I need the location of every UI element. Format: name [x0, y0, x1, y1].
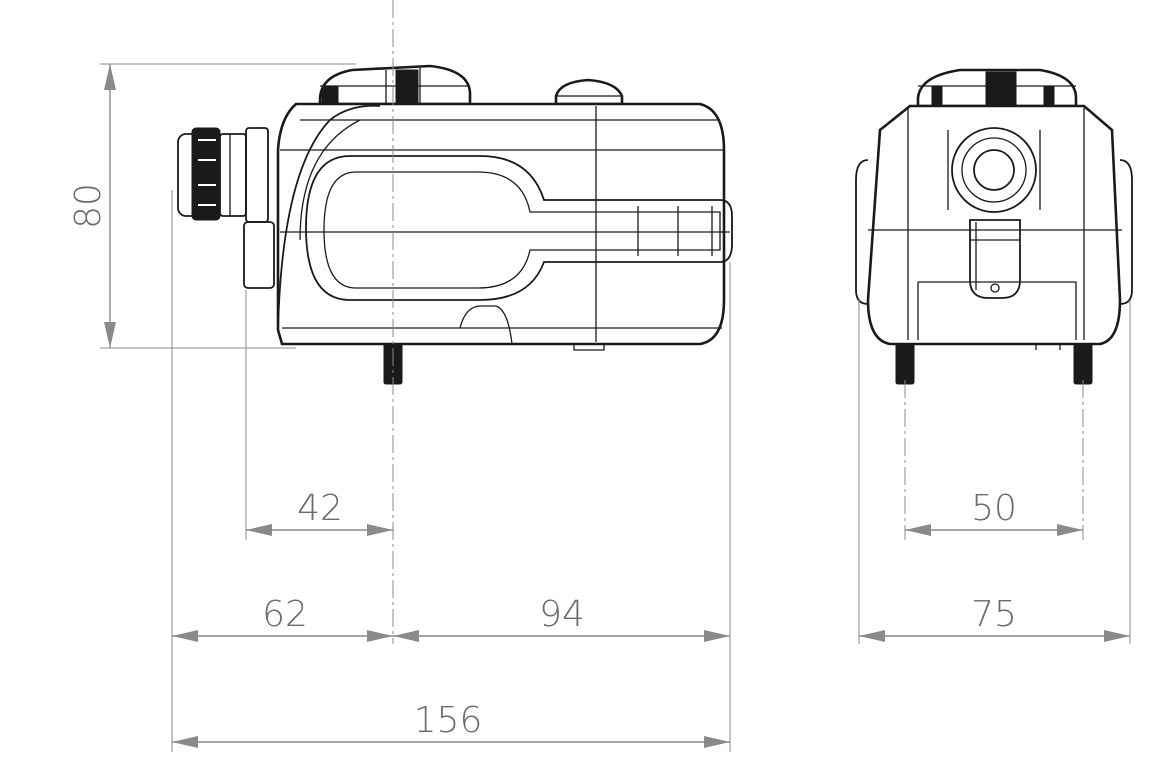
dimension-label-80: 80 — [68, 183, 109, 229]
front-view — [855, 68, 1133, 385]
rear-bracket — [243, 221, 275, 289]
front-bolt-left — [895, 343, 915, 385]
dimension-label-42: 42 — [297, 488, 343, 529]
dimension-50: 50 — [905, 488, 1083, 536]
front-bolt-right — [1073, 343, 1093, 385]
dimension-80: 80 — [68, 64, 116, 348]
dimension-label-75: 75 — [971, 594, 1017, 635]
dimension-42: 42 — [246, 488, 393, 536]
dimension-94: 94 — [393, 594, 730, 642]
dimension-62: 62 — [172, 594, 393, 642]
top-knob — [318, 64, 472, 106]
extension-lines — [100, 63, 1131, 752]
front-housing — [855, 104, 1133, 350]
dimension-75: 75 — [859, 594, 1130, 642]
dimension-156: 156 — [172, 700, 730, 748]
dimension-label-62: 62 — [262, 594, 308, 635]
side-view — [177, 64, 733, 385]
top-button — [554, 78, 624, 106]
cable-gland — [177, 127, 269, 223]
dimension-label-50: 50 — [971, 488, 1017, 529]
dimension-label-94: 94 — [539, 594, 585, 635]
side-housing — [276, 102, 733, 351]
front-top-knob — [916, 68, 1078, 108]
dimension-label-156: 156 — [414, 700, 483, 741]
